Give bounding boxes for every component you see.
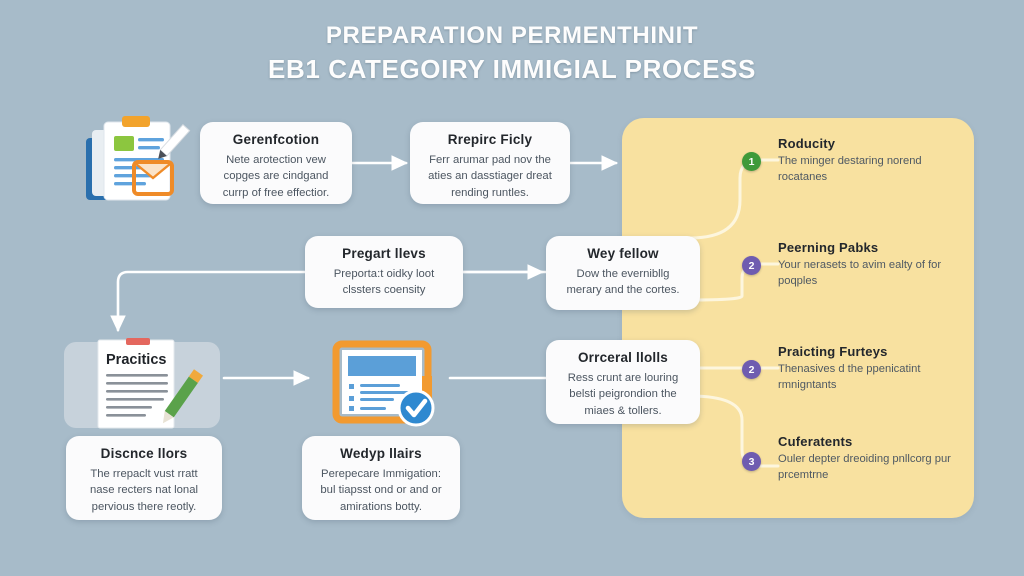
card-body: Nete arotection vew copges are cindgand … (222, 154, 330, 199)
verified-document-icon (318, 336, 446, 428)
card-reprice-ficly[interactable]: Rrepirc Ficly Ferr arumar pad nov the at… (410, 122, 570, 204)
card-title: Pregart llevs (342, 246, 426, 261)
note-with-pencil-icon: Pracitics (64, 338, 220, 430)
list-item-title: Cuferatents (778, 434, 853, 449)
list-item-cuferatents[interactable]: 3 Cuferatents Ouler depter dreoiding pnl… (742, 434, 964, 484)
status-badge: 2 (742, 360, 761, 379)
list-item-title: Peerning Pabks (778, 240, 879, 255)
card-body: Ress crunt are louring belsti peigrondio… (567, 372, 679, 417)
list-item-roducity[interactable]: 1 Roducity The minger destaring norend r… (742, 136, 958, 186)
card-pregart-llevs[interactable]: Pregart llevs Preporta:t oidky loot clss… (305, 236, 463, 308)
card-title: Wey fellow (587, 246, 659, 261)
list-item-body: The minger destaring norend rocatanes (778, 155, 922, 183)
card-title: Rrepirc Ficly (447, 132, 533, 147)
status-badge: 2 (742, 256, 761, 275)
card-orrceral-llolls[interactable]: Orrceral llolls Ress crunt are louring b… (546, 340, 700, 424)
title-line-1: PREPARATION PERMENTHINIT (325, 22, 699, 49)
card-generification[interactable]: Gerenfcotion Nete arotection vew copges … (200, 122, 352, 204)
clipboard-documents-icon (78, 112, 196, 212)
title-line-2: EB1 CATEGOIRY IMMIGIAL PROCESS (268, 54, 756, 85)
card-body: Preporta:t oidky loot clssters coensity (333, 268, 435, 297)
list-item-body: Your nerasets to avim ealty of for poqpl… (778, 259, 942, 287)
status-badge: 3 (742, 452, 761, 471)
status-badge: 1 (742, 152, 761, 171)
card-title: Wedyp llairs (340, 446, 422, 461)
yellow-highlight-panel (622, 118, 974, 518)
card-body: Ferr arumar pad nov the aties an dasstia… (428, 154, 552, 199)
list-item-peerning-pabks[interactable]: 2 Peerning Pabks Your nerasets to avim e… (742, 240, 958, 290)
list-item-title: Roducity (778, 136, 836, 151)
list-item-body: Thenasives d the ppenicatint rmnigntants (778, 363, 921, 391)
list-item-praicting-furteys[interactable]: 2 Praicting Furteys Thenasives d the ppe… (742, 344, 964, 394)
list-item-title: Praicting Furteys (778, 344, 888, 359)
card-body: Perepecare Immigation: bul tiapsst ond o… (320, 468, 442, 513)
card-wey-fellow[interactable]: Wey fellow Dow the evernibllg merary and… (546, 236, 700, 310)
card-title: Discnce llors (100, 446, 188, 461)
card-title: Orrceral llolls (577, 350, 669, 365)
card-body: The rrepaclt vust rratt nase recters nat… (89, 468, 198, 513)
page-title: PREPARATION PERMENTHINIT EB1 CATEGOIRY I… (0, 22, 1024, 85)
illustration-label-pracitics: Pracitics (106, 352, 167, 368)
list-item-body: Ouler depter dreoiding pnllcorg pur prce… (778, 453, 951, 481)
card-wedyp-llairs[interactable]: Wedyp llairs Perepecare Immigation: bul … (302, 436, 460, 520)
card-discnce-llors[interactable]: Discnce llors The rrepaclt vust rratt na… (66, 436, 222, 520)
card-title: Gerenfcotion (232, 132, 320, 147)
card-body: Dow the evernibllg merary and the cortes… (566, 268, 680, 297)
